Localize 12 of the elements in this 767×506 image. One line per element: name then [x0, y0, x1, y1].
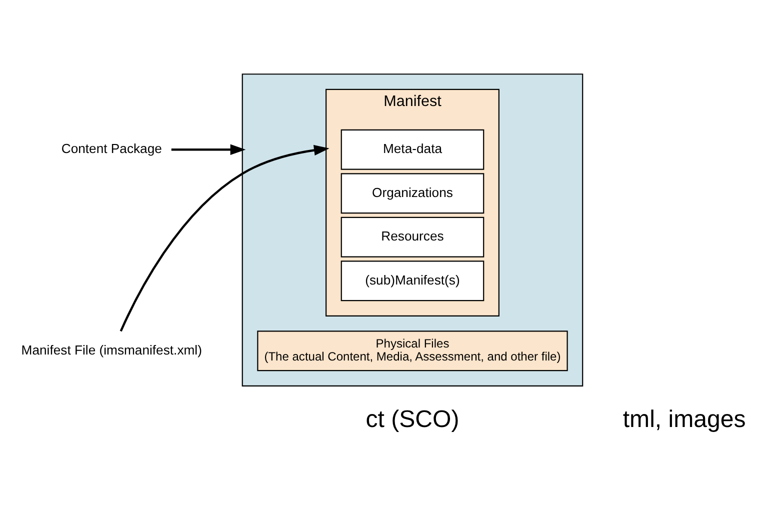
node-box: Physical Files (The actual Content, Media, Assessment, and other file): [257, 330, 568, 372]
node-text: Manifest File (imsmanifest.xml): [21, 342, 202, 358]
node-box: Meta-data: [340, 129, 484, 170]
node-box: Organizations: [340, 173, 484, 214]
node-box: (sub)Manifest(s): [340, 260, 484, 302]
node-box: Resources: [340, 216, 484, 258]
arrow: [171, 144, 246, 155]
label: ct (SCO): [366, 406, 460, 434]
label: tml, images: [622, 406, 746, 434]
arrow: [120, 144, 330, 332]
node-text: Content Package: [61, 141, 162, 156]
cluster: [242, 74, 584, 386]
